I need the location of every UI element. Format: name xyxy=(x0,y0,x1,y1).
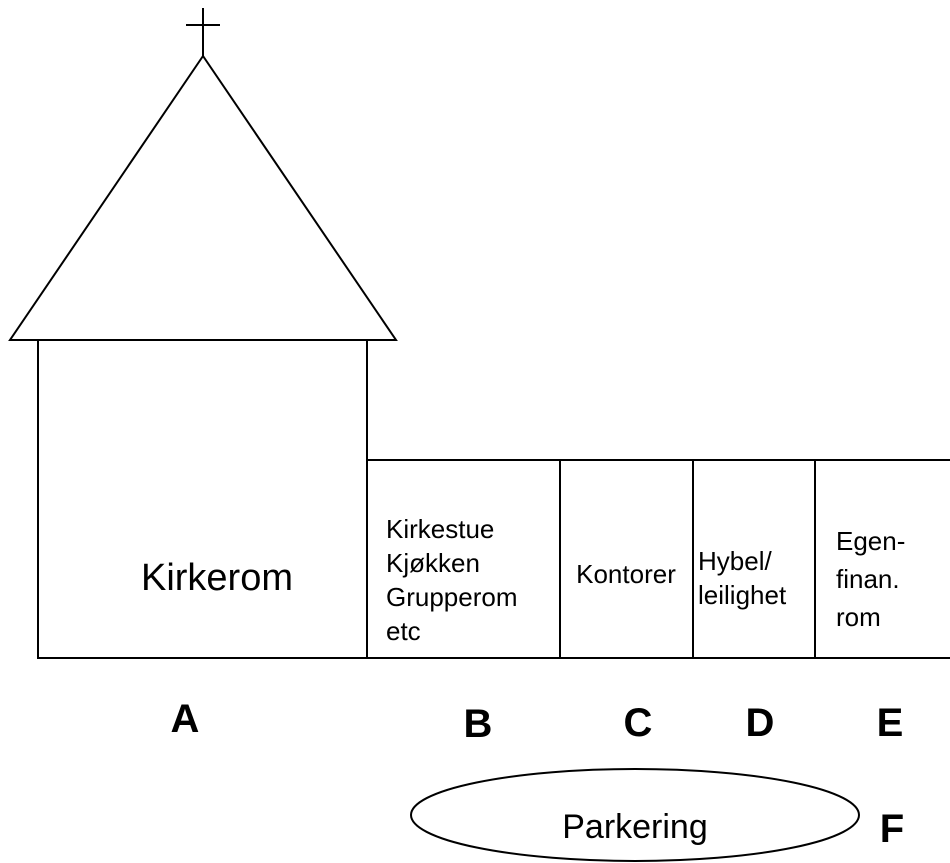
section-d-line-2: leilighet xyxy=(698,580,787,610)
section-d-line-1: Hybel/ xyxy=(698,546,772,576)
section-b-label: Kirkestue Kjøkken Grupperom etc xyxy=(386,514,518,646)
section-b-line-4: etc xyxy=(386,616,421,646)
cross-icon xyxy=(186,8,220,56)
letter-d: D xyxy=(746,701,775,745)
parking-label: Parkering xyxy=(562,808,708,846)
section-e-line-1: Egen- xyxy=(836,526,905,556)
section-e-line-3: rom xyxy=(836,602,881,632)
kirkerom-label: Kirkerom xyxy=(141,557,293,599)
section-e-label: Egen- finan. rom xyxy=(836,526,905,632)
parking-ellipse xyxy=(410,768,860,862)
section-c-label: Kontorer xyxy=(576,559,676,589)
church-nave xyxy=(37,339,368,659)
letter-c: C xyxy=(624,701,653,745)
section-b-line-2: Kjøkken xyxy=(386,548,480,578)
section-b-line-1: Kirkestue xyxy=(386,514,494,544)
letter-a: A xyxy=(171,697,200,741)
section-e-line-2: finan. xyxy=(836,564,900,594)
letter-f: F xyxy=(880,807,904,851)
letter-b: B xyxy=(464,702,493,746)
letter-e: E xyxy=(877,701,904,745)
section-b-line-3: Grupperom xyxy=(386,582,518,612)
church-roof xyxy=(8,54,398,341)
section-d-label: Hybel/ leilighet xyxy=(698,546,787,610)
